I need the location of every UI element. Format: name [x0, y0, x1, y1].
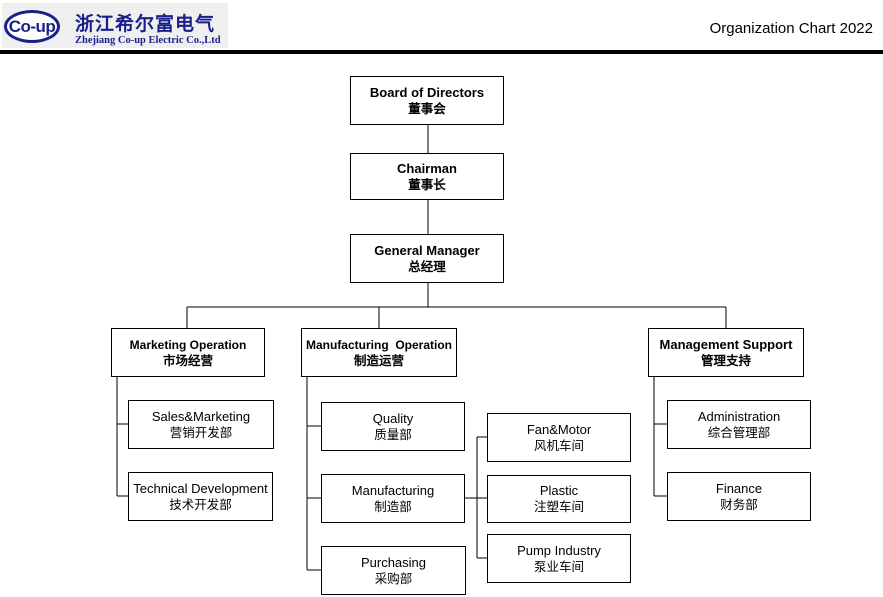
plastic-box: Plastic 注塑车间 [487, 475, 631, 523]
quality-box: Quality 质量部 [321, 402, 465, 451]
sales-marketing-box: Sales&Marketing 营销开发部 [128, 400, 274, 449]
gm-label-cn: 总经理 [408, 258, 446, 274]
fan-motor-label-cn: 风机车间 [533, 437, 584, 453]
finance-label-cn: 财务部 [720, 496, 758, 512]
management-support-label-en: Management Support [659, 336, 793, 352]
board-label-cn: 董事会 [408, 100, 446, 116]
header: Co-up 浙江希尔富电气 Zhejiang Co-up Electric Co… [0, 0, 883, 56]
purchasing-label-cn: 采购部 [374, 570, 413, 586]
pump-industry-label-cn: 泵业车间 [533, 558, 584, 574]
purchasing-label-en: Purchasing [360, 554, 427, 570]
manufacturing-operation-box: Manufacturing Operation 制造运营 [301, 328, 457, 377]
administration-label-cn: 综合管理部 [707, 424, 771, 440]
manufacturing-box: Manufacturing 制造部 [321, 474, 465, 523]
sales-marketing-label-cn: 营销开发部 [169, 424, 233, 440]
chart-title: Organization Chart 2022 [709, 20, 873, 37]
plastic-label-cn: 注塑车间 [533, 499, 584, 514]
management-support-box: Management Support 管理支持 [648, 328, 804, 377]
chairman-label-cn: 董事长 [408, 176, 446, 192]
manufacturing-op-label-cn: 制造运营 [353, 352, 404, 368]
administration-box: Administration 综合管理部 [667, 400, 811, 449]
purchasing-box: Purchasing 采购部 [321, 546, 466, 595]
chairman-label-en: Chairman [397, 160, 457, 176]
sales-marketing-label-en: Sales&Marketing [151, 408, 251, 424]
quality-label-cn: 质量部 [374, 426, 412, 442]
logo-text: Co-up [8, 16, 56, 36]
general-manager-box: General Manager 总经理 [350, 234, 504, 283]
marketing-operation-box: Marketing Operation 市场经营 [111, 328, 265, 377]
plastic-label-en: Plastic [539, 483, 579, 498]
finance-box: Finance 财务部 [667, 472, 811, 521]
technical-development-box: Technical Development 技术开发部 [128, 472, 273, 521]
fan-motor-box: Fan&Motor 风机车间 [487, 413, 631, 462]
technical-dev-label-cn: 技术开发部 [169, 496, 232, 512]
quality-label-en: Quality [372, 410, 414, 426]
pump-industry-label-en: Pump Industry [517, 542, 601, 558]
header-divider [0, 50, 883, 54]
board-label-en: Board of Directors [369, 84, 485, 100]
gm-label-en: General Manager [374, 242, 480, 258]
fan-motor-label-en: Fan&Motor [526, 421, 592, 437]
management-support-label-cn: 管理支持 [700, 352, 751, 368]
finance-label-en: Finance [715, 480, 763, 496]
technical-dev-label-en: Technical Development [133, 480, 268, 496]
company-name-en: Zhejiang Co-up Electric Co.,Ltd [75, 35, 221, 46]
marketing-op-label-en: Marketing Operation [129, 337, 247, 352]
pump-industry-box: Pump Industry 泵业车间 [487, 534, 631, 583]
board-of-directors-box: Board of Directors 董事会 [350, 76, 504, 125]
administration-label-en: Administration [697, 408, 781, 424]
company-logo: Co-up 浙江希尔富电气 Zhejiang Co-up Electric Co… [2, 3, 228, 48]
marketing-op-label-cn: 市场经营 [162, 352, 213, 368]
manufacturing-label-en: Manufacturing [351, 482, 435, 498]
chairman-box: Chairman 董事长 [350, 153, 504, 200]
manufacturing-label-cn: 制造部 [374, 498, 412, 514]
logo-emblem: Co-up [4, 10, 60, 43]
manufacturing-op-label-en: Manufacturing Operation [305, 337, 452, 352]
company-name-cn: 浙江希尔富电气 [75, 13, 216, 35]
